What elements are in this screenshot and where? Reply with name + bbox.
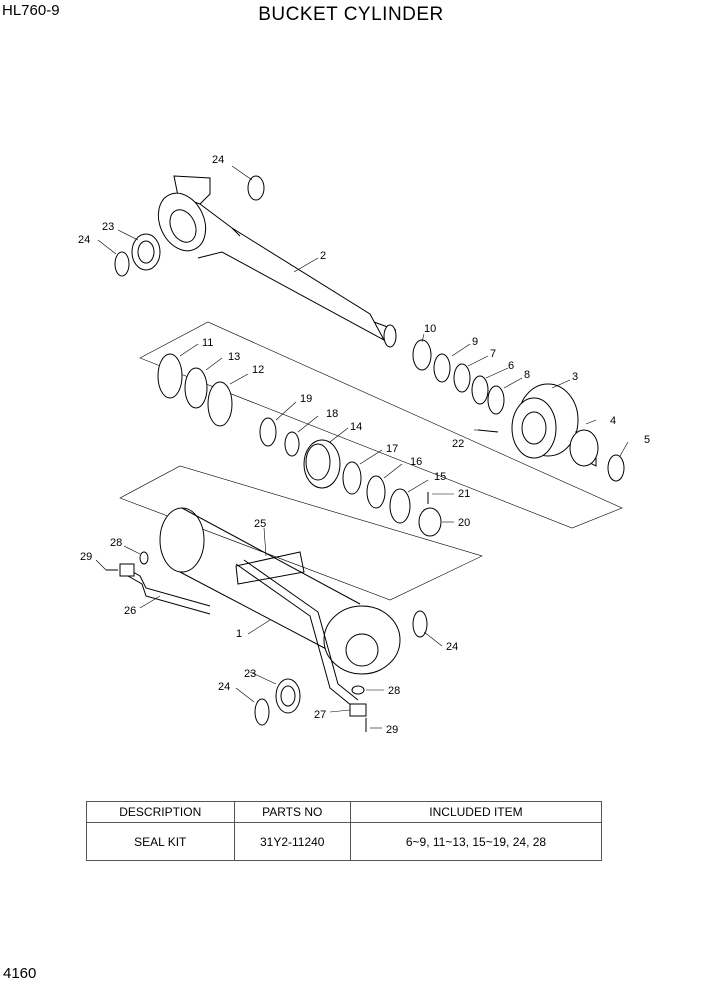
callout-11: 11: [202, 337, 213, 349]
header-parts-no: PARTS NO: [233, 801, 351, 823]
callout-22: 22: [452, 438, 464, 450]
callout-10: 10: [424, 323, 436, 335]
seal-24-rod-top: [247, 175, 265, 201]
callout-8: 8: [524, 369, 530, 381]
bushing-23-tube: [275, 678, 301, 714]
flange-block-left: [119, 563, 135, 577]
callout-24-left: 24: [78, 234, 90, 246]
ring-5: [607, 454, 625, 482]
pipe-26: [125, 567, 211, 615]
callout-29-left: 29: [80, 551, 92, 563]
o-ring-28-left: [139, 551, 149, 565]
callout-27: 27: [314, 709, 326, 721]
callout-28-left: 28: [110, 537, 122, 549]
callout-19: 19: [300, 393, 312, 405]
seal-kit-table: DESCRIPTION PARTS NO INCLUDED ITEM SEAL …: [86, 801, 603, 861]
model-code: HL760-9: [2, 2, 60, 19]
callout-2: 2: [320, 250, 326, 262]
ring-6: [471, 375, 489, 405]
callout-18: 18: [326, 408, 338, 420]
ring-16: [366, 475, 386, 509]
seal-24-tube-left: [254, 698, 270, 726]
ring-11: [157, 353, 183, 399]
piston-rod: [157, 175, 397, 348]
callout-9: 9: [472, 336, 478, 348]
callout-labels: 24 23 24 2 10 9 7 6 8 3 4 5 22 11 13 12 …: [78, 154, 650, 736]
ring-9: [433, 353, 451, 383]
ring-12: [207, 381, 233, 427]
o-ring-28-bottom: [351, 685, 365, 695]
cell-included-item: 6~9, 11~13, 15~19, 24, 28: [349, 822, 603, 861]
callout-3: 3: [572, 371, 578, 383]
bolt-22: [477, 429, 499, 433]
rod-cover-3: [511, 383, 579, 459]
ring-13: [184, 367, 208, 409]
ring-17: [342, 461, 362, 495]
ring-19: [259, 417, 277, 447]
page-number: 4160: [3, 965, 37, 982]
callout-24-tube: 24: [446, 641, 458, 653]
bushing-23-rod: [131, 233, 161, 271]
callout-24-bottom: 24: [218, 681, 230, 693]
callout-25: 25: [254, 518, 266, 530]
callout-28-bottom: 28: [388, 685, 400, 697]
callout-16: 16: [410, 456, 422, 468]
seal-group-frame: [139, 321, 623, 529]
cell-description: SEAL KIT: [86, 822, 235, 861]
table-header-row: DESCRIPTION PARTS NO INCLUDED ITEM: [86, 801, 603, 823]
ring-15: [389, 488, 411, 524]
band-25: [235, 551, 305, 585]
callout-14: 14: [350, 421, 362, 433]
callout-23-top: 23: [102, 221, 114, 233]
callout-13: 13: [228, 351, 240, 363]
table-row: SEAL KIT 31Y2-11240 6~9, 11~13, 15~19, 2…: [86, 822, 603, 861]
callout-1: 1: [236, 628, 242, 640]
cell-parts-no: 31Y2-11240: [233, 822, 351, 861]
pipe-27: [235, 559, 359, 707]
callout-7: 7: [490, 348, 496, 360]
seal-24-tube-right: [412, 610, 428, 638]
header-included-item: INCLUDED ITEM: [349, 801, 603, 823]
callout-12: 12: [252, 364, 264, 376]
callout-4: 4: [610, 415, 616, 427]
callout-23-bottom: 23: [244, 668, 256, 680]
piston-14: [303, 439, 341, 489]
ring-10: [412, 339, 432, 371]
nut-20: [418, 507, 442, 537]
ring-7: [453, 363, 471, 393]
bushing-4: [569, 429, 599, 467]
callout-26: 26: [124, 605, 136, 617]
callout-15: 15: [434, 471, 446, 483]
header-description: DESCRIPTION: [86, 801, 235, 823]
callout-24-top: 24: [212, 154, 224, 166]
callout-20: 20: [458, 517, 470, 529]
ring-8: [487, 385, 505, 415]
seal-24-rod-left: [114, 251, 130, 277]
tube-group-frame: [119, 465, 483, 601]
callout-17: 17: [386, 443, 398, 455]
callout-29-bottom: 29: [386, 724, 398, 736]
ring-18: [284, 431, 300, 457]
cylinder-tube: [159, 507, 401, 675]
callout-5: 5: [644, 434, 650, 446]
callout-6: 6: [508, 360, 514, 372]
leader-lines: [95, 165, 629, 729]
callout-21: 21: [458, 488, 470, 500]
flange-block-bottom: [349, 703, 367, 717]
page-title: BUCKET CYLINDER: [258, 4, 444, 25]
